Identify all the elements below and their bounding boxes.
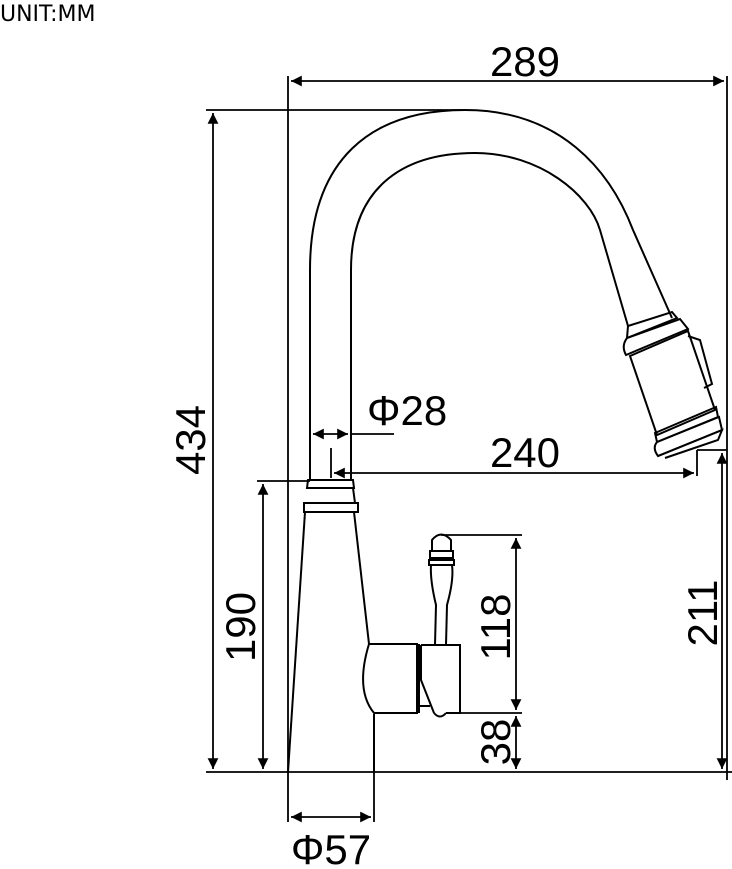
lever-handle: [428, 533, 455, 646]
dimension-overall-height: 434: [167, 109, 462, 769]
dimension-overall-width: 289: [287, 38, 728, 780]
dim-38-label: 38: [472, 719, 519, 766]
faucet-outline: [287, 108, 724, 773]
dimension-spout-reach: 240: [330, 429, 698, 479]
dimension-base-diameter: Φ57: [287, 772, 375, 869]
dimension-spout-diameter: Φ28: [313, 387, 447, 440]
dimension-spout-clearance: 211: [679, 449, 728, 769]
dim-434-label: 434: [167, 405, 214, 475]
dim-phi28-label: Φ28: [367, 387, 447, 434]
handle-block: [362, 643, 461, 718]
dim-190-label: 190: [217, 592, 264, 662]
dimension-handle-height: 118: [441, 534, 522, 714]
dim-289-label: 289: [490, 38, 560, 85]
dimension-handle-base-height: 38: [472, 716, 522, 769]
unit-label: UNIT:MM: [0, 2, 96, 27]
dim-118-label: 118: [472, 594, 519, 661]
dim-phi57-label: Φ57: [291, 826, 371, 869]
dim-211-label: 211: [679, 580, 726, 647]
dim-240-label: 240: [490, 429, 560, 476]
dimension-body-height: 190: [217, 480, 310, 769]
spray-head: [622, 310, 724, 459]
